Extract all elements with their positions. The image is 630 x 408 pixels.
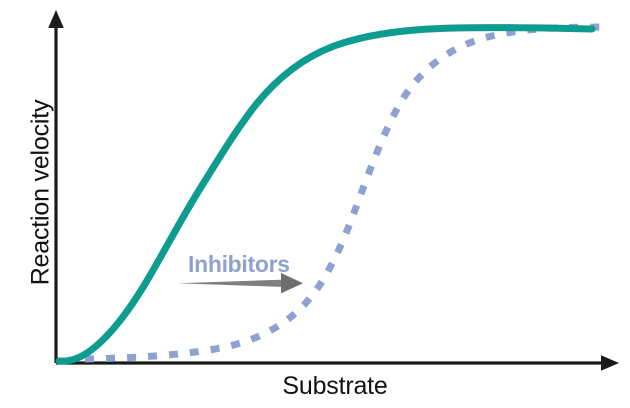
uninhibited-curve bbox=[55, 24, 596, 365]
inhibitors-arrow-shaft bbox=[178, 279, 284, 287]
inhibited-curve bbox=[84, 23, 607, 363]
y-axis-arrowhead bbox=[48, 10, 64, 28]
axes-group bbox=[48, 10, 619, 371]
x-axis-arrowhead bbox=[601, 355, 619, 371]
x-axis-label: Substrate bbox=[282, 372, 388, 400]
inhibitors-arrow-head bbox=[281, 273, 303, 294]
inhibitors-annotation-label: Inhibitors bbox=[188, 251, 290, 277]
inhibitors-arrow bbox=[178, 273, 303, 294]
y-axis-label: Reaction velocity bbox=[26, 99, 55, 286]
